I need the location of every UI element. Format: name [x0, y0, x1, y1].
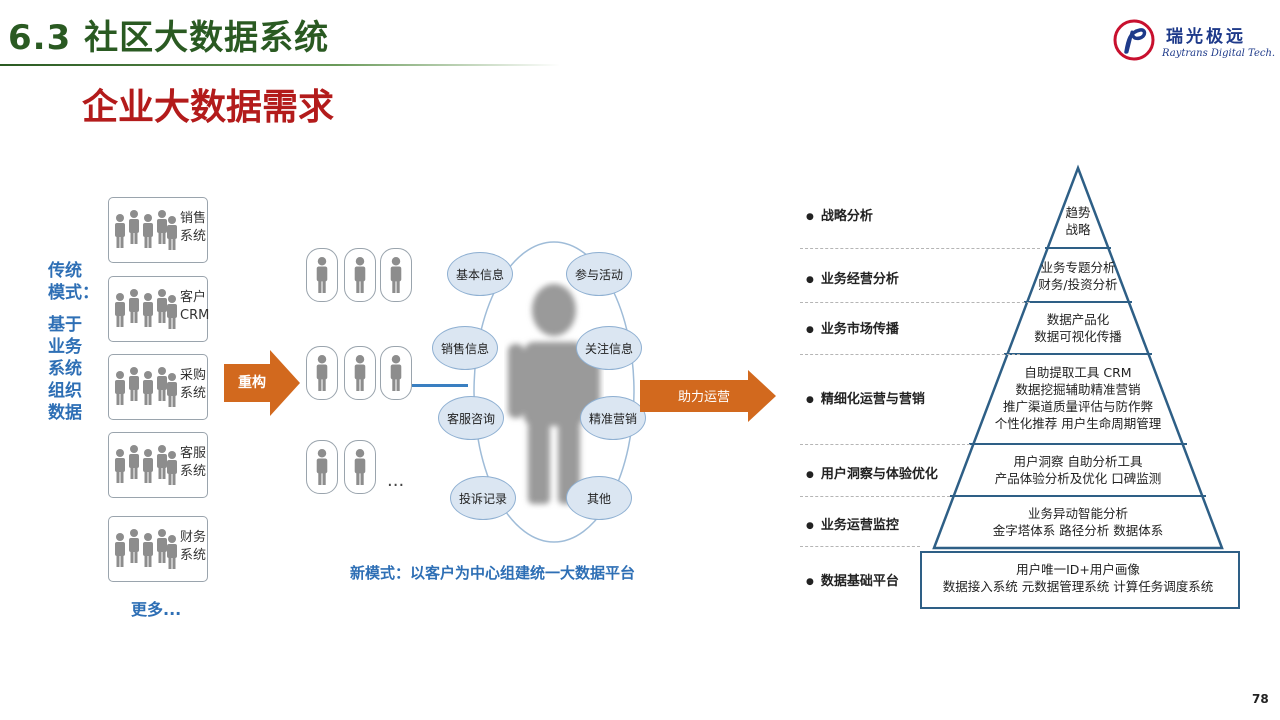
person-icon: [316, 449, 328, 485]
person-icon: [390, 355, 402, 391]
data-pyramid: [932, 164, 1224, 550]
page-number: 78: [1252, 692, 1269, 706]
people-group-icon: [114, 523, 178, 575]
system-box-sales: 销售系统: [108, 197, 208, 263]
pyramid-level-text: 数据产品化数据可视化传播: [1034, 312, 1122, 344]
page-title: 6.3 社区大数据系统: [8, 18, 330, 58]
system-box-procurement: 采购系统: [108, 354, 208, 420]
level-label-operations: 精细化运营与营销: [806, 388, 925, 407]
trad-line: [48, 304, 99, 314]
trad-line: 数据: [48, 403, 82, 423]
title-underline: [0, 64, 560, 66]
person-icon: [390, 257, 402, 293]
pyramid-level-text: 业务异动智能分析金字塔体系 路径分析 数据体系: [992, 506, 1164, 538]
person-icon: [316, 355, 328, 391]
customer-card: [306, 248, 338, 302]
logo-text-cn: 瑞光极远: [1166, 27, 1246, 47]
level-divider: [800, 496, 950, 497]
pyramid-level-text: 业务专题分析财务/投资分析: [1038, 260, 1118, 292]
customer-card: [380, 248, 412, 302]
customer-card: [344, 248, 376, 302]
level-label-foundation: 数据基础平台: [806, 570, 899, 589]
restructure-label: 重构: [238, 375, 266, 391]
trad-line: 传统: [48, 261, 82, 281]
customer-card: [306, 440, 338, 494]
bubble-complaint: 投诉记录: [450, 476, 516, 520]
central-customer-icon: [508, 284, 600, 504]
bubble-basic-info: 基本信息: [447, 252, 513, 296]
system-label: 客服系统: [180, 446, 207, 479]
level-divider: [800, 302, 1030, 303]
person-icon: [354, 449, 366, 485]
level-divider: [800, 248, 1040, 249]
people-group-icon: [114, 204, 178, 256]
trad-line: 模式：: [48, 283, 99, 303]
system-box-service: 客服系统: [108, 432, 208, 498]
level-label-business: 业务经营分析: [806, 268, 899, 287]
pyramid-base-box: [920, 551, 1240, 609]
level-label-market: 业务市场传播: [806, 318, 899, 337]
logo-text-en: Raytrans Digital Tech.: [1162, 48, 1276, 59]
person-icon: [316, 257, 328, 293]
people-group-icon: [114, 283, 178, 335]
trad-line: 业务: [48, 337, 82, 357]
trad-line: 基于: [48, 315, 82, 335]
level-divider: [800, 444, 970, 445]
ellipsis: ...: [387, 470, 405, 491]
empower-ops-arrow: 助力运营: [640, 370, 776, 422]
customer-card: [344, 346, 376, 400]
customer-card: [306, 346, 338, 400]
level-label-insight: 用户洞察与体验优化: [806, 463, 938, 482]
bubble-other: 其他: [566, 476, 632, 520]
bubble-activity: 参与活动: [566, 252, 632, 296]
restructure-arrow: 重构: [224, 350, 300, 416]
people-group-icon: [114, 439, 178, 491]
right-arrow-icon: [640, 370, 776, 422]
system-label: 采购系统: [180, 368, 207, 401]
system-label: 销售系统: [180, 211, 207, 244]
empower-ops-label: 助力运营: [678, 390, 731, 405]
customer-ring: [473, 241, 635, 543]
system-box-finance: 财务系统: [108, 516, 208, 582]
bubble-precision-marketing: 精准营销: [580, 396, 646, 440]
bubble-follow-info: 关注信息: [576, 326, 642, 370]
level-label-monitoring: 业务运营监控: [806, 514, 899, 533]
right-arrow-icon: [224, 350, 300, 416]
more-systems-label: 更多...: [131, 600, 182, 619]
pyramid-level-text: 趋势战略: [1065, 205, 1091, 237]
connector-line: [412, 384, 468, 387]
trad-line: 组织: [48, 381, 82, 401]
customer-card: [344, 440, 376, 494]
pyramid-level-text: 用户唯一ID+用户画像数据接入系统 元数据管理系统 计算任务调度系统: [942, 562, 1214, 594]
customer-card: [380, 346, 412, 400]
level-divider: [800, 354, 1020, 355]
people-group-icon: [114, 361, 178, 413]
traditional-mode-label: 传统 模式： 基于 业务 系统 组织 数据: [48, 260, 99, 424]
pyramid-level-text: 用户洞察 自助分析工具产品体验分析及优化 口碑监测: [994, 454, 1162, 486]
person-icon: [354, 257, 366, 293]
person-icon: [354, 355, 366, 391]
system-label: 财务系统: [180, 530, 207, 563]
slide-subtitle: 企业大数据需求: [82, 87, 335, 128]
level-label-strategy: 战略分析: [806, 205, 873, 224]
company-logo-icon: [1113, 19, 1155, 61]
trad-line: 系统: [48, 359, 82, 379]
level-divider: [800, 546, 920, 547]
bubble-sales-info: 销售信息: [432, 326, 498, 370]
new-mode-caption: 新模式：以客户为中心组建统一大数据平台: [350, 564, 636, 582]
bubble-service-inquiry: 客服咨询: [438, 396, 504, 440]
